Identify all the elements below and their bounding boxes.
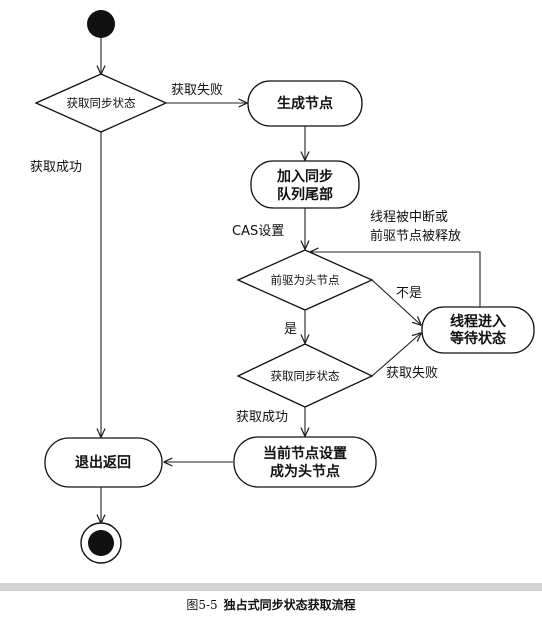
action-thread-wait-label-1: 线程进入 (450, 313, 506, 330)
figure-caption: 图5-5 独占式同步状态获取流程 (0, 596, 542, 613)
action-exit-return (44, 437, 163, 488)
edge-label-interrupted-2: 前驱节点被释放 (370, 228, 461, 244)
action-exit-return-label: 退出返回 (75, 454, 131, 471)
action-set-head-label-1: 当前节点设置 (263, 445, 347, 462)
action-join-queue-tail-label-1: 加入同步 (276, 168, 333, 185)
caption-separator (0, 583, 542, 591)
edge-label-cas-set: CAS设置 (232, 224, 284, 239)
flowchart-diagram: 获取同步状态 生成节点 加入同步 队列尾部 前驱为头节点 线程进入 等待状态 获… (30, 10, 535, 564)
action-generate-node-label: 生成节点 (277, 95, 333, 112)
figure-number: 图5-5 (186, 598, 218, 612)
edge-label-acquire-success-2: 获取成功 (236, 410, 288, 425)
figure-title: 独占式同步状态获取流程 (223, 598, 356, 612)
action-set-head (233, 436, 377, 488)
decision-acquire-sync-state-1 (34, 73, 168, 133)
edge-label-no: 不是 (396, 286, 422, 301)
start-node (87, 10, 115, 38)
edge-label-yes: 是 (284, 322, 297, 337)
action-thread-wait (421, 306, 535, 354)
action-generate-node (247, 80, 363, 127)
action-join-queue-tail-label-2: 队列尾部 (277, 186, 333, 203)
edge-label-acquire-success-1: 获取成功 (30, 160, 82, 175)
decision-predecessor-is-head-label: 前驱为头节点 (271, 273, 340, 287)
action-thread-wait-label-2: 等待状态 (450, 330, 506, 347)
edge-wait-loop-back (310, 252, 481, 307)
decision-acquire-sync-state-2 (236, 343, 374, 408)
action-set-head-label-2: 成为头节点 (270, 463, 340, 480)
edge-label-acquire-fail-2: 获取失败 (386, 366, 438, 381)
decision-acquire-sync-state-2-label: 获取同步状态 (271, 369, 340, 383)
decision-predecessor-is-head (236, 249, 374, 311)
edge-acquire2-fail-to-wait (371, 333, 421, 377)
action-join-queue-tail (250, 160, 360, 209)
decision-acquire-sync-state-1-label: 获取同步状态 (67, 96, 136, 110)
edge-label-interrupted-1: 线程被中断或 (370, 210, 448, 225)
edge-label-acquire-fail-1: 获取失败 (171, 83, 223, 98)
end-node-inner (88, 530, 114, 556)
edge-predecessor-no-to-wait (371, 279, 421, 325)
